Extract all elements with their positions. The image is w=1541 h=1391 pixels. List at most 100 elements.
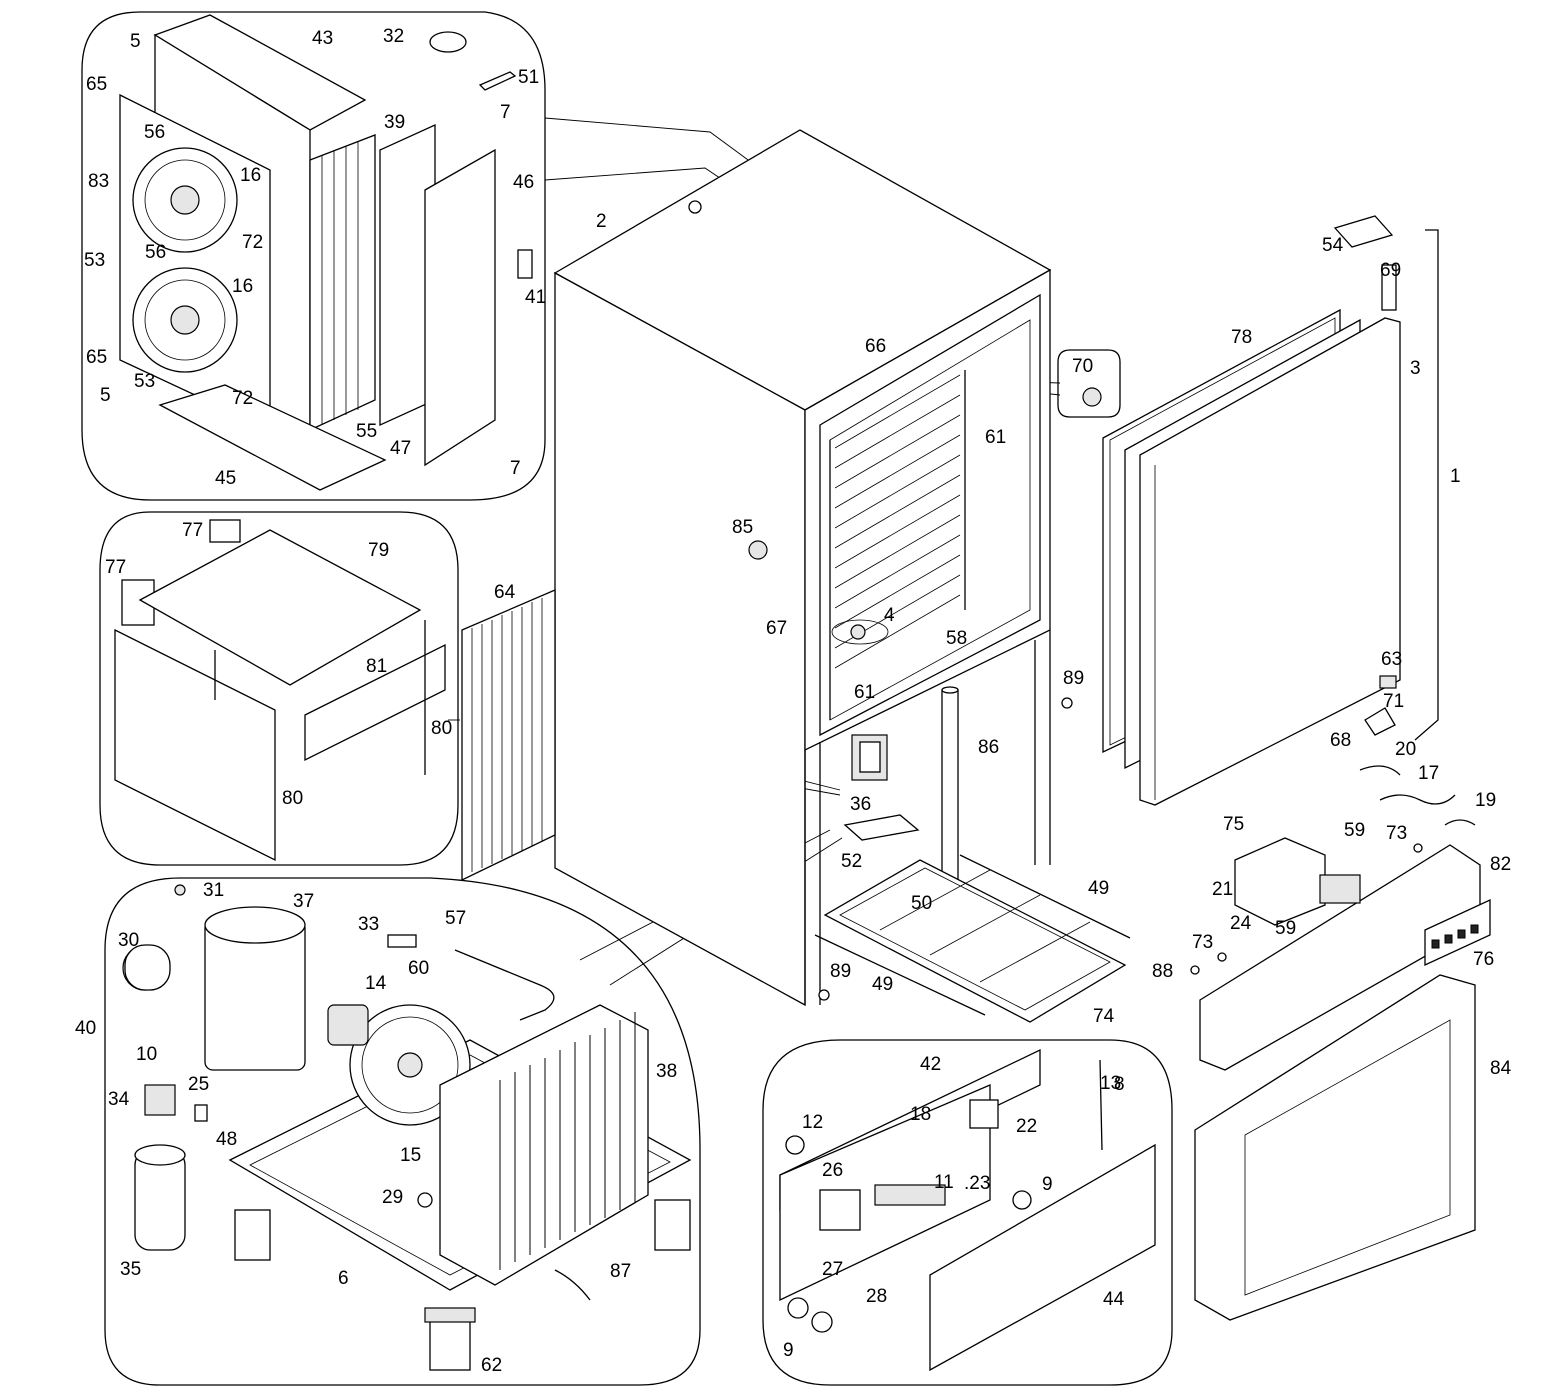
part-81-bar (304, 643, 446, 762)
callout-label: 82 (1490, 854, 1511, 875)
part-54-hinge-plate (1333, 215, 1394, 248)
callout-label: 7 (510, 458, 521, 479)
callout-label: 39 (384, 112, 405, 133)
callout-label: 79 (368, 540, 389, 561)
callout-label: 88 (1152, 961, 1173, 982)
part-9-gland-b (787, 1297, 809, 1319)
callout-label: 65 (86, 347, 107, 368)
callout-label: 11 (934, 1172, 954, 1193)
part-38-condenser (439, 1004, 649, 1286)
callout-label: 77 (182, 520, 203, 541)
part-9-gland-a (1012, 1190, 1032, 1210)
callout-label: 50 (911, 893, 932, 914)
outline-compressor-group (104, 877, 701, 1386)
part-73-screw-b (1217, 952, 1227, 962)
callout-label: 87 (610, 1261, 631, 1282)
callout-label: 16 (232, 276, 253, 297)
callout-label: 63 (1381, 649, 1402, 670)
callout-label: 56 (144, 122, 165, 143)
control-panel (1194, 765, 1491, 1321)
part-51-bracket (478, 71, 517, 91)
callout-label: 74 (1093, 1006, 1115, 1027)
callout-label: 37 (293, 891, 314, 912)
callout-label: 85 (732, 517, 753, 538)
callout-label: 53 (134, 371, 155, 392)
callout-labels: 1234556778991011121314151616171819202122… (75, 26, 1512, 1376)
callout-label: 24 (1230, 913, 1252, 934)
shelf-rack (829, 370, 966, 720)
part-10-valve (144, 1084, 176, 1116)
callout-label: 73 (1386, 823, 1407, 844)
part-14-fan-motor (327, 1004, 369, 1046)
callout-label: 29 (382, 1187, 403, 1208)
callout-label: 65 (86, 74, 107, 95)
part-26-relay (819, 1189, 861, 1231)
callout-label: 54 (1322, 235, 1344, 256)
callout-label: 64 (494, 582, 516, 603)
part-87-hose (554, 1269, 591, 1301)
part-20-wire (1359, 765, 1401, 776)
callout-label: 21 (1212, 879, 1233, 900)
callout-label: 81 (366, 656, 387, 677)
callout-label: 86 (978, 737, 999, 758)
part-22-switch (969, 1099, 999, 1129)
callout-label: 44 (1103, 1289, 1125, 1310)
callout-label: 22 (1016, 1116, 1037, 1137)
part-29-sensor (417, 1192, 433, 1208)
callout-label: 26 (822, 1160, 843, 1181)
part-57-pipe (454, 949, 555, 1021)
part-9-gland-c (811, 1311, 833, 1333)
callout-label: 49 (1088, 878, 1109, 899)
callout-label: 9 (1042, 1174, 1053, 1195)
part-84-front-grille (1194, 974, 1476, 1321)
callout-label: 47 (390, 438, 411, 459)
callout-label: 51 (518, 67, 539, 88)
callout-label: 45 (215, 468, 236, 489)
callout-label: 73 (1192, 932, 1213, 953)
part-70-screw (1082, 387, 1102, 407)
callout-label: .23 (964, 1173, 990, 1194)
part-79-top-panel (138, 529, 422, 686)
part-74-drip-tray (823, 859, 1127, 1023)
callout-label: 28 (866, 1286, 887, 1307)
callout-label: 25 (188, 1074, 209, 1095)
part-45-base (158, 384, 387, 491)
part-32-gasket (429, 31, 467, 53)
callout-label: 76 (1473, 949, 1494, 970)
part-36-probe (851, 734, 888, 781)
panel-group (114, 519, 446, 862)
callout-label: 78 (1231, 327, 1252, 348)
part-19-wire (1444, 819, 1476, 826)
part-38-fins (499, 1012, 636, 1270)
outline-part-70 (1057, 349, 1121, 418)
callout-label: 38 (656, 1061, 677, 1082)
callout-label: 6 (338, 1268, 349, 1289)
callout-label: 3 (1410, 358, 1421, 379)
callout-label: 89 (1063, 668, 1084, 689)
outline-condenser-fan-group (81, 11, 546, 501)
callout-label: 70 (1072, 356, 1093, 377)
part-39-condenser (309, 134, 376, 432)
callout-label: 8 (1114, 1074, 1125, 1095)
part-8-cable (1099, 1059, 1103, 1151)
callout-label: 67 (766, 618, 787, 639)
callout-label: 16 (240, 165, 261, 186)
callout-label: 89 (830, 961, 851, 982)
callout-label: 9 (783, 1340, 794, 1361)
part-17-wires (1379, 794, 1456, 805)
callout-label: 60 (408, 958, 429, 979)
callout-label: 83 (88, 171, 109, 192)
callout-label: 7 (500, 102, 511, 123)
callout-label: 10 (136, 1044, 157, 1065)
part-21-display (1319, 874, 1361, 904)
callout-label: 20 (1395, 739, 1416, 760)
callout-label: 36 (850, 794, 871, 815)
callout-label: 77 (105, 557, 126, 578)
part-44-cover (929, 1143, 1156, 1372)
callout-label: 58 (946, 628, 967, 649)
callout-label: 59 (1344, 820, 1365, 841)
callout-label: 75 (1223, 814, 1244, 835)
door-assembly (1102, 308, 1401, 806)
callout-label: 1 (1450, 466, 1461, 487)
